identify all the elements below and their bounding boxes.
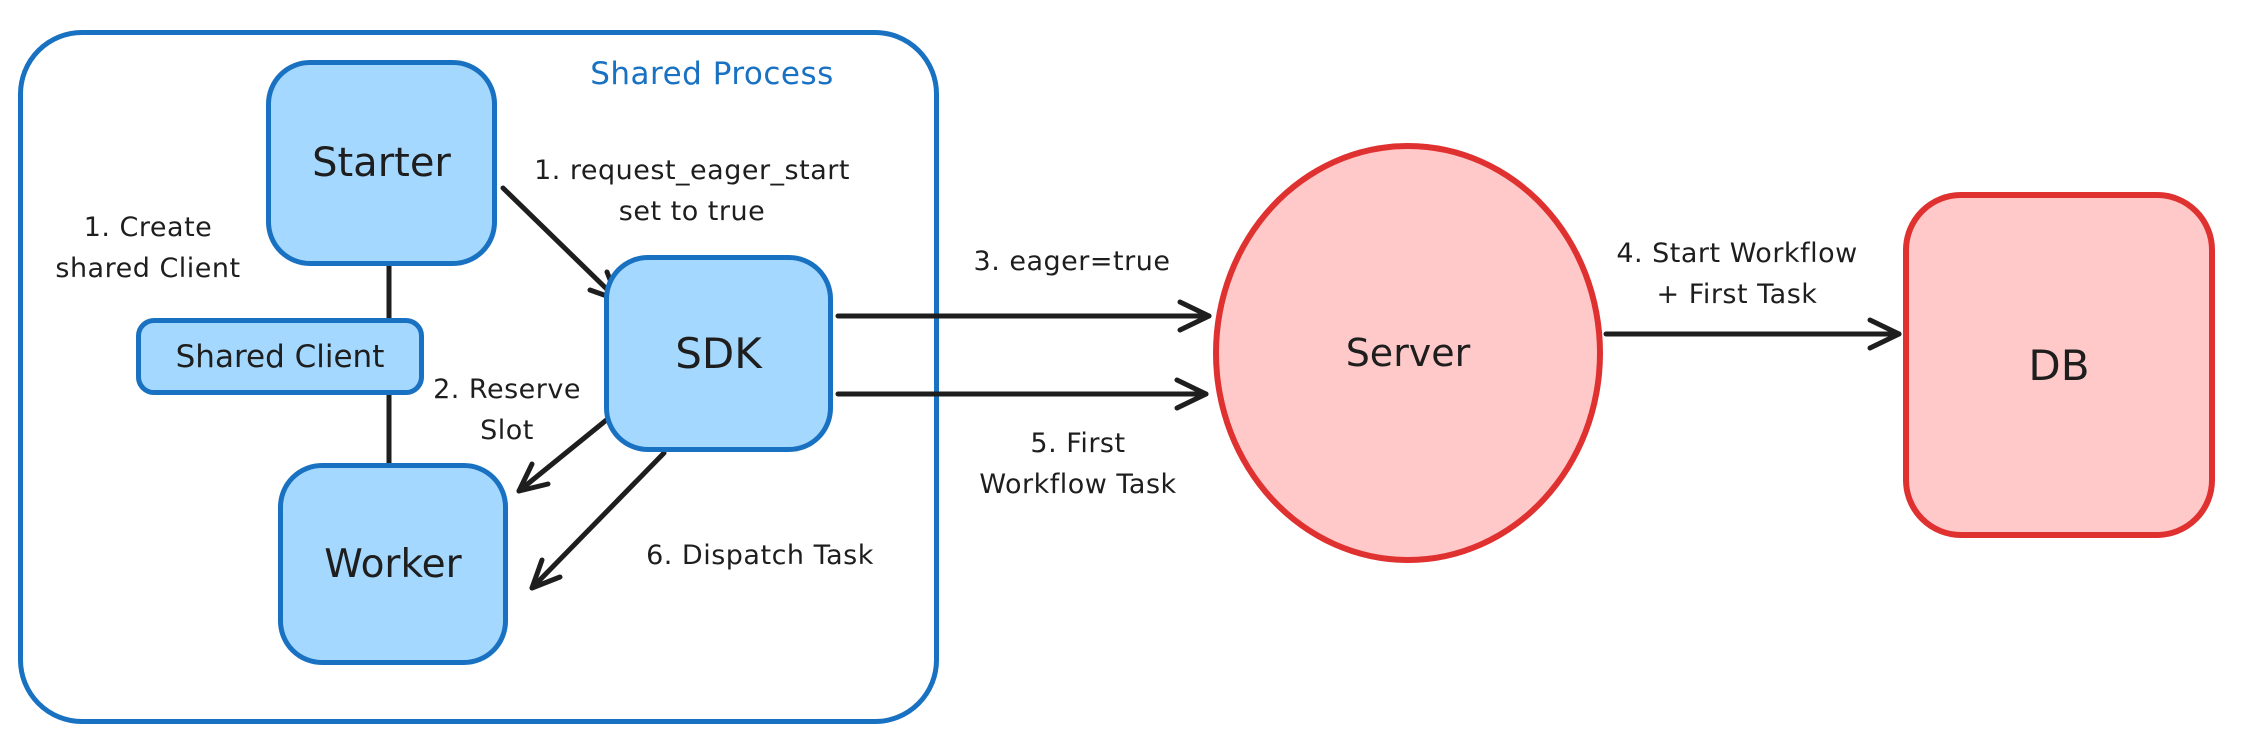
annotation-request-eager-start: 1. request_eager_start set to true [534,155,850,227]
node-server: Server [1213,143,1603,563]
annotation-start-workflow: 4. Start Workflow + First Task [1616,238,1858,310]
worker-label: Worker [324,541,462,587]
shared-client-label: Shared Client [175,338,385,375]
annotation-first-workflow-task: 5. First Workflow Task [979,428,1177,500]
arrow-eager-true [835,299,1212,333]
arrow-start-workflow [1603,317,1902,351]
server-label: Server [1345,331,1471,375]
sdk-label: SDK [675,329,762,378]
node-worker: Worker [278,463,508,665]
node-shared-client: Shared Client [136,318,424,395]
shared-process-container [18,30,939,724]
annotation-eager-true: 3. eager=true [973,246,1171,277]
node-sdk: SDK [604,255,833,452]
node-db: DB [1903,192,2215,538]
arrow-dispatch-task [529,450,667,591]
arrow-first-workflow-task [835,377,1209,411]
starter-label: Starter [312,140,451,186]
shared-process-label: Shared Process [590,56,834,92]
node-starter: Starter [266,60,497,266]
db-label: DB [2028,340,2090,390]
annotation-create-shared-client: 1. Create shared Client [55,212,241,284]
annotation-reserve-slot: 2. Reserve Slot [433,374,581,446]
annotation-dispatch-task: 6. Dispatch Task [646,540,874,571]
